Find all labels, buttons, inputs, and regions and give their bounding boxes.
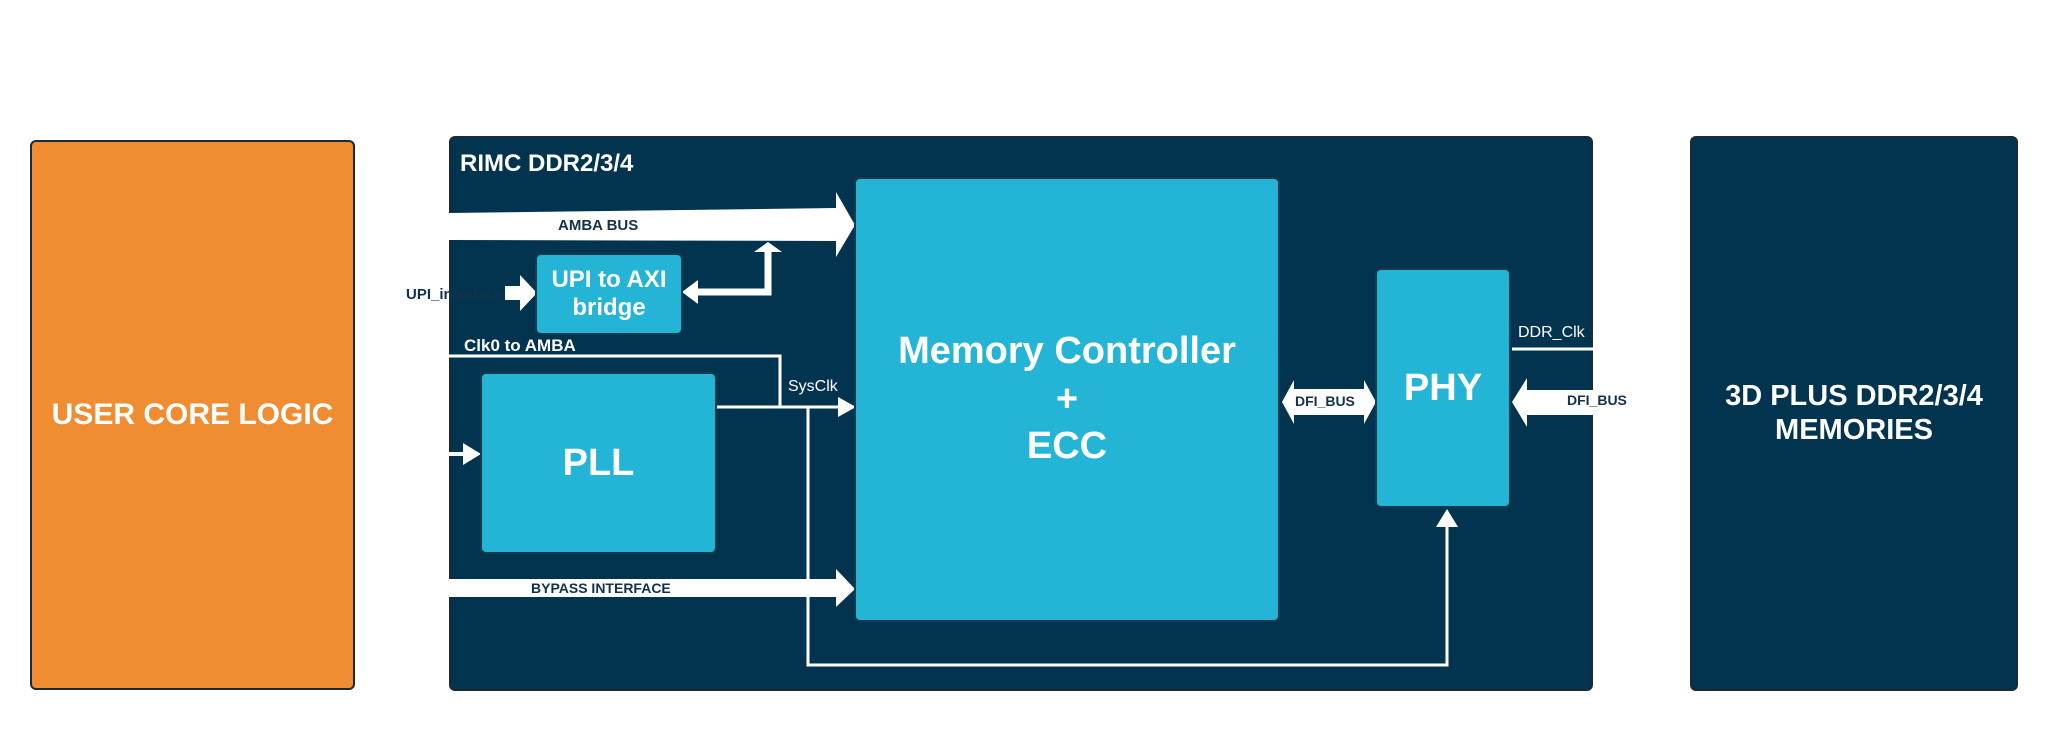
amba-bus-label: AMBA BUS <box>558 217 639 234</box>
dfi-bus-double-arrow <box>1282 380 1376 424</box>
pll-input-arrow-head <box>463 443 481 465</box>
user-core-logic-block: USER CORE LOGIC <box>30 140 355 690</box>
clk0-to-amba-label: Clk0 to AMBA <box>464 336 576 355</box>
sysclk-arrow-head <box>838 397 856 417</box>
memory-controller-label: Memory Controller + ECC <box>898 330 1236 468</box>
memory-controller-block: Memory Controller + ECC <box>854 177 1280 622</box>
bridge-arrow-left-head <box>682 280 698 304</box>
amba-bus-arrow <box>449 192 855 257</box>
dfi-bus-right-label: DFI_BUS <box>1567 392 1627 408</box>
phy-block: PHY <box>1375 268 1511 508</box>
user-core-logic-label: USER CORE LOGIC <box>51 398 334 431</box>
upi-to-axi-bridge-block: UPI to AXI bridge <box>535 253 683 335</box>
memories-label: 3D PLUS DDR2/3/4 MEMORIES <box>1725 379 1983 446</box>
phy-clock-arrow-head <box>1436 509 1458 527</box>
ddr-clk-label: DDR_Clk <box>1518 324 1585 341</box>
sysclk-label: SysClk <box>788 378 838 395</box>
pll-block: PLL <box>480 372 717 554</box>
sysclk-to-phy-line <box>806 407 1449 667</box>
bridge-to-amba-connector <box>688 250 772 296</box>
bypass-interface-arrow <box>449 569 855 607</box>
pll-label: PLL <box>562 441 635 484</box>
upi-interface-label: UPI_interface <box>406 286 502 303</box>
upi-to-axi-bridge-label: UPI to AXI bridge <box>551 265 667 321</box>
dfi-bus-left-label: DFI_BUS <box>1295 393 1355 409</box>
bypass-interface-label: BYPASS INTERFACE <box>531 580 671 596</box>
phy-label: PHY <box>1403 366 1483 409</box>
clk0-line <box>449 354 782 407</box>
dfi-bus-right-arrow <box>1512 378 1593 427</box>
memories-block: 3D PLUS DDR2/3/4 MEMORIES <box>1690 136 2018 691</box>
upi-interface-arrow <box>505 275 537 311</box>
rimc-title: RIMC DDR2/3/4 <box>460 150 634 177</box>
amba-up-arrow-head <box>754 242 782 252</box>
